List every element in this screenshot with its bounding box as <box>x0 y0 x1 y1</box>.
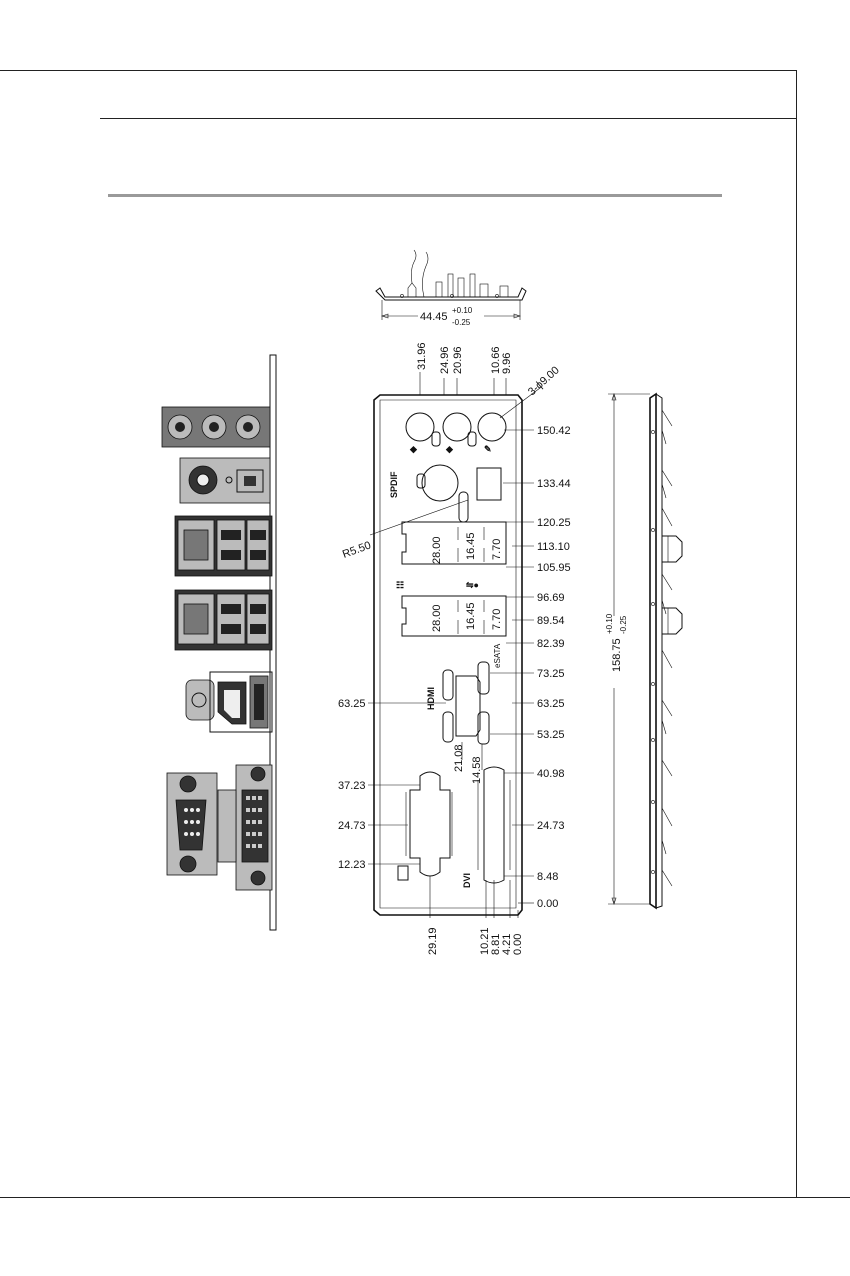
inner-dim-6: 7.70 <box>491 609 503 630</box>
spdif-label: SPDIF <box>389 471 399 498</box>
inner-dim-4: 28.00 <box>431 604 443 632</box>
top-dim-3: 20.96 <box>452 346 464 374</box>
left-dim-3: 24.73 <box>338 820 366 832</box>
front-view: ◆ ◆ ✎ SPDIF 28.00 16.45 7.70 ☷ ⇋● 28.00 … <box>338 342 571 955</box>
top-view: 44.45 +0.10 -0.25 <box>375 249 527 327</box>
right-dim-3: 120.25 <box>537 517 571 529</box>
top-width-dim: 44.45 <box>420 311 448 323</box>
right-dim-15: 0.00 <box>537 898 558 910</box>
right-dim-5: 105.95 <box>537 562 571 574</box>
right-dim-12: 40.98 <box>537 768 565 780</box>
page-bottom-border <box>0 1197 850 1198</box>
right-dim-6: 96.69 <box>537 592 565 604</box>
right-dim-13: 24.73 <box>537 820 565 832</box>
header-underline <box>100 118 796 119</box>
right-dim-9: 73.25 <box>537 668 565 680</box>
esata-label: eSATA <box>493 643 502 668</box>
bottom-dim-3: 8.81 <box>490 934 502 955</box>
svg-text:✎: ✎ <box>484 444 492 454</box>
side-height-tol-plus: +0.10 <box>605 613 614 634</box>
bottom-dim-2: 10.21 <box>479 927 491 955</box>
right-dim-11: 53.25 <box>537 729 565 741</box>
top-width-tol-minus: -0.25 <box>452 318 471 327</box>
port-side-view <box>161 354 277 931</box>
top-dim-2: 24.96 <box>439 346 451 374</box>
bottom-dim-4: 4.21 <box>501 934 513 955</box>
right-dim-4: 113.10 <box>537 541 570 553</box>
top-dim-1: 31.96 <box>416 342 428 370</box>
top-dim-5: 9.96 <box>501 353 513 374</box>
inner-dim-2: 16.45 <box>465 532 477 560</box>
top-width-tol-plus: +0.10 <box>452 306 473 315</box>
svg-text:☷: ☷ <box>396 580 404 590</box>
right-dim-8: 82.39 <box>537 638 565 650</box>
right-dim-1: 150.42 <box>537 425 571 437</box>
bottom-dim-5: 0.00 <box>512 934 524 955</box>
page-top-border <box>0 70 796 71</box>
right-dim-10: 63.25 <box>537 698 565 710</box>
svg-text:◆: ◆ <box>445 444 454 454</box>
right-dim-7: 89.54 <box>537 615 565 627</box>
left-dim-1: 63.25 <box>338 698 366 710</box>
left-dim-4: 12.23 <box>338 859 366 871</box>
hdmi-label: HDMI <box>426 687 436 710</box>
radius-callout: R5.50 <box>341 540 373 561</box>
svg-text:⇋●: ⇋● <box>466 580 479 590</box>
left-dim-2: 37.23 <box>338 780 366 792</box>
inner-dim-3: 7.70 <box>491 539 503 560</box>
inner-dim-5: 16.45 <box>465 602 477 630</box>
page-right-border <box>796 70 797 1197</box>
svg-text:◆: ◆ <box>409 444 418 454</box>
side-height-tol-minus: -0.25 <box>619 615 628 634</box>
side-view: 158.75 +0.10 -0.25 <box>605 392 683 910</box>
side-height-dim: 158.75 <box>611 638 623 672</box>
section-rule <box>108 194 722 197</box>
inner-dim-1: 28.00 <box>431 536 443 564</box>
dvi-label: DVI <box>462 873 472 888</box>
vertical-dim-2: 14.58 <box>471 756 483 784</box>
bottom-dim-1: 29.19 <box>427 927 439 955</box>
vertical-dim-1: 21.08 <box>453 744 465 772</box>
hole-callout: 3-ϕ9.00 <box>526 364 562 398</box>
right-dim-2: 133.44 <box>537 478 571 490</box>
top-dim-4: 10.66 <box>490 346 502 374</box>
right-dim-14: 8.48 <box>537 871 558 883</box>
